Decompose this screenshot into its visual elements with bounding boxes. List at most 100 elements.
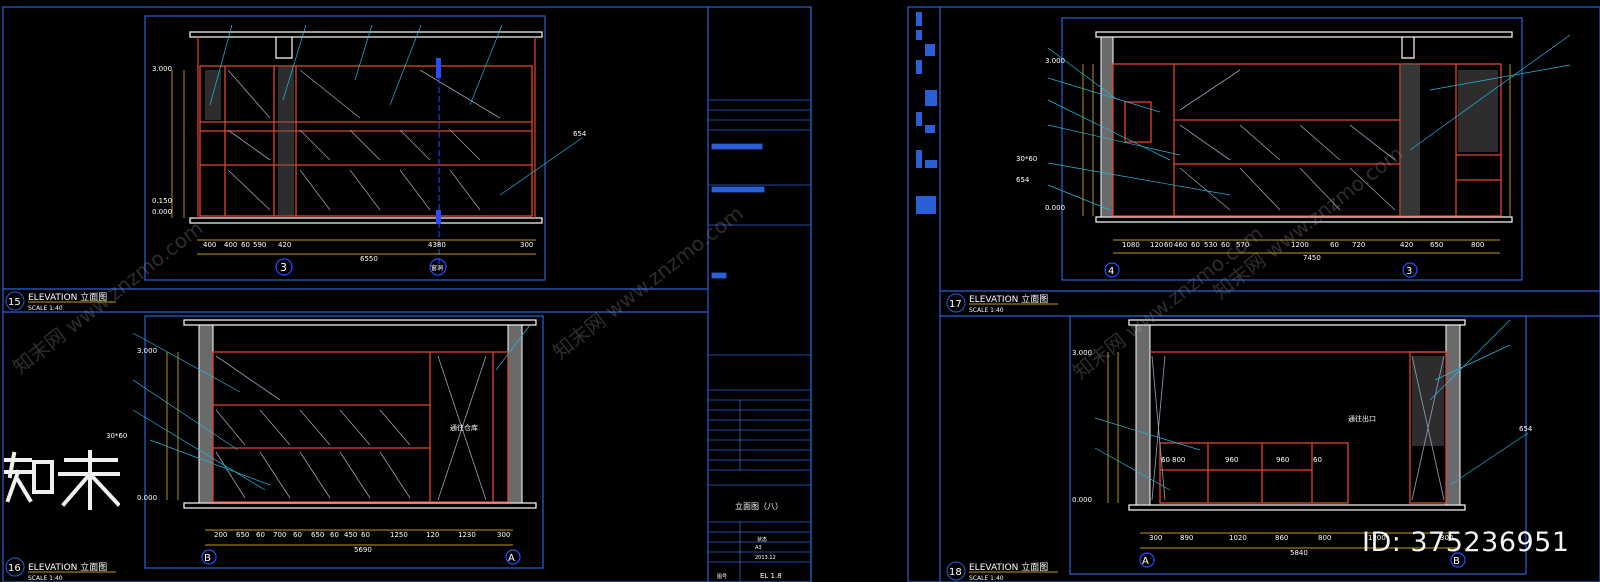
dim-15-6: 300 bbox=[520, 241, 533, 249]
svg-text:60: 60 bbox=[256, 531, 265, 539]
view-16-title: ELEVATION 立面图 bbox=[28, 561, 107, 573]
svg-text:650: 650 bbox=[236, 531, 249, 539]
note-15: 654 bbox=[573, 130, 587, 138]
left-sheet-frame bbox=[2, 6, 812, 582]
svg-text:200: 200 bbox=[214, 531, 227, 539]
svg-text:60: 60 bbox=[1313, 456, 1322, 464]
svg-text:1080: 1080 bbox=[1122, 241, 1140, 249]
svg-text:3.000: 3.000 bbox=[137, 347, 157, 355]
svg-text:窗洞: 窗洞 bbox=[431, 264, 443, 272]
svg-text:SCALE 1:40: SCALE 1:40 bbox=[969, 307, 1004, 314]
svg-text:60: 60 bbox=[1161, 456, 1170, 464]
svg-text:1200: 1200 bbox=[1291, 241, 1309, 249]
title-block-status: 状态 bbox=[757, 536, 767, 543]
title-block-drawing-name: 立面图（八） bbox=[735, 501, 783, 511]
svg-text:800: 800 bbox=[1172, 456, 1185, 464]
axis-3 bbox=[275, 258, 293, 276]
svg-text:5690: 5690 bbox=[354, 546, 372, 554]
right-sheet-side-strip bbox=[916, 12, 937, 214]
svg-text:800: 800 bbox=[1318, 534, 1331, 542]
svg-text:B: B bbox=[204, 553, 211, 564]
svg-text:3: 3 bbox=[280, 261, 287, 274]
svg-text:17: 17 bbox=[949, 299, 962, 310]
svg-text:60: 60 bbox=[293, 531, 302, 539]
svg-text:1200: 1200 bbox=[1368, 534, 1386, 542]
svg-text:7450: 7450 bbox=[1303, 254, 1321, 262]
svg-text:60: 60 bbox=[330, 531, 339, 539]
svg-text:120: 120 bbox=[1150, 241, 1163, 249]
ceiling-slab bbox=[189, 31, 543, 38]
svg-text:60: 60 bbox=[1164, 241, 1173, 249]
svg-text:18: 18 bbox=[949, 567, 962, 578]
shelving-outline bbox=[199, 65, 533, 217]
view-15-number: 15 bbox=[8, 297, 21, 308]
title-block bbox=[708, 99, 811, 582]
svg-text:300: 300 bbox=[497, 531, 510, 539]
shelf-diagonals bbox=[227, 69, 501, 211]
svg-text:0.000: 0.000 bbox=[1045, 204, 1065, 212]
svg-text:3: 3 bbox=[1406, 266, 1412, 277]
dim-15-2: 60 bbox=[241, 241, 250, 249]
elevation-17: 3.000 0.000 1080 120 60 460 60 530 60 57… bbox=[946, 31, 1571, 314]
svg-text:A: A bbox=[1142, 556, 1149, 567]
view-18-title: ELEVATION 立面图 bbox=[969, 561, 1048, 573]
svg-text:654: 654 bbox=[1519, 425, 1533, 433]
level-0150: 0.150 bbox=[152, 197, 172, 205]
svg-text:60: 60 bbox=[1330, 241, 1339, 249]
svg-text:800: 800 bbox=[1471, 241, 1484, 249]
svg-text:650: 650 bbox=[1430, 241, 1443, 249]
brand-logo bbox=[4, 450, 120, 510]
svg-text:3.000: 3.000 bbox=[1072, 349, 1092, 357]
level-3000: 3.000 bbox=[152, 65, 172, 73]
svg-text:960: 960 bbox=[1225, 456, 1238, 464]
title-block-size: A3 bbox=[755, 545, 762, 551]
svg-text:A: A bbox=[508, 553, 515, 564]
right-sheet-frame bbox=[907, 6, 1600, 582]
svg-text:4: 4 bbox=[1108, 266, 1114, 277]
svg-text:0.000: 0.000 bbox=[1072, 496, 1092, 504]
svg-text:通往仓库: 通往仓库 bbox=[450, 423, 478, 432]
svg-text:300: 300 bbox=[1149, 534, 1162, 542]
svg-text:通往出口: 通往出口 bbox=[1348, 414, 1376, 423]
axis-window bbox=[429, 258, 447, 276]
elevation-18: 3.000 0.000 300 890 1020 860 800 1200 30… bbox=[946, 319, 1533, 582]
title-block-sheet-no: EL 1.8 bbox=[760, 572, 782, 580]
svg-text:420: 420 bbox=[1400, 241, 1413, 249]
svg-text:3.000: 3.000 bbox=[1045, 57, 1065, 65]
svg-text:530: 530 bbox=[1204, 241, 1217, 249]
svg-text:60: 60 bbox=[361, 531, 370, 539]
view-17-title: ELEVATION 立面图 bbox=[969, 293, 1048, 305]
svg-text:654: 654 bbox=[1016, 176, 1030, 184]
beam bbox=[275, 37, 293, 59]
svg-text:SCALE 1:40: SCALE 1:40 bbox=[969, 575, 1004, 582]
title-block-date: 2013.12 bbox=[755, 555, 776, 561]
svg-text:16: 16 bbox=[8, 563, 21, 574]
svg-text:860: 860 bbox=[1275, 534, 1288, 542]
dim-15-0: 400 bbox=[203, 241, 216, 249]
dim-15-4: 420 bbox=[278, 241, 291, 249]
svg-text:5840: 5840 bbox=[1290, 549, 1308, 557]
svg-text:960: 960 bbox=[1276, 456, 1289, 464]
svg-text:1230: 1230 bbox=[458, 531, 476, 539]
dim-15-3: 590 bbox=[253, 241, 266, 249]
svg-text:120: 120 bbox=[426, 531, 439, 539]
view-15-title: ELEVATION 立面图 bbox=[28, 291, 107, 303]
svg-text:SCALE 1:40: SCALE 1:40 bbox=[28, 575, 63, 582]
svg-text:570: 570 bbox=[1236, 241, 1249, 249]
svg-text:650: 650 bbox=[311, 531, 324, 539]
svg-text:300: 300 bbox=[1440, 534, 1453, 542]
svg-text:720: 720 bbox=[1352, 241, 1365, 249]
svg-text:知末网 www.znzmo.com: 知末网 www.znzmo.com bbox=[548, 201, 747, 364]
svg-text:450: 450 bbox=[344, 531, 357, 539]
svg-text:60: 60 bbox=[1221, 241, 1230, 249]
svg-text:1020: 1020 bbox=[1229, 534, 1247, 542]
elevation-15: 3.000 0.150 0.000 400 400 60 590 420 438… bbox=[5, 24, 587, 312]
svg-text:890: 890 bbox=[1180, 534, 1193, 542]
dim-15-total: 6550 bbox=[360, 255, 378, 263]
floor-slab bbox=[189, 217, 543, 224]
svg-text:30*60: 30*60 bbox=[106, 432, 127, 440]
view-15-scale: SCALE 1:40 bbox=[28, 305, 63, 312]
dim-15-1: 400 bbox=[224, 241, 237, 249]
brand-id-text: ID: 375236951 bbox=[1362, 527, 1570, 558]
